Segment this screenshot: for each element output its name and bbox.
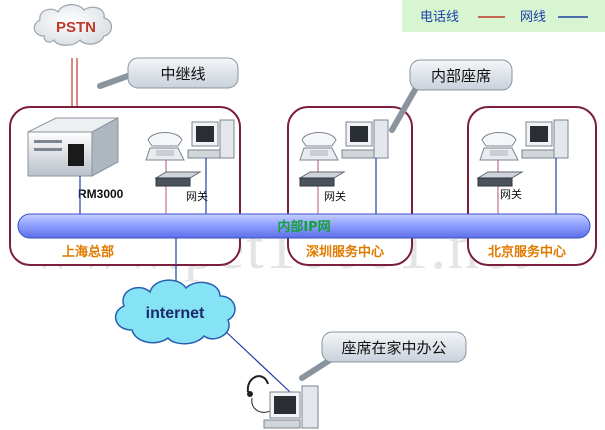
shenzhen-computer (341, 119, 389, 159)
server-slot (34, 148, 62, 151)
callout-trunk: 中继线 (97, 57, 239, 89)
site-label-shenzhen: 深圳服务中心 (306, 244, 384, 260)
beijing-gateway-label: 网关 (500, 187, 522, 201)
beijing-phone (479, 132, 519, 161)
beijing-gateway (476, 171, 524, 187)
internet-cloud-label: internet (146, 305, 205, 322)
internet-home-line (221, 327, 291, 393)
hq-gateway-label: 网关 (186, 189, 208, 203)
legend: 电话线 网线 (402, 0, 605, 32)
beijing-computer (521, 119, 569, 159)
callout-internal-seat-box (409, 59, 513, 91)
hq-server (27, 117, 119, 177)
callout-home-office-box (321, 331, 467, 363)
hq-gateway (154, 171, 202, 187)
hq-computer (187, 119, 235, 159)
shenzhen-phone (299, 132, 339, 161)
callout-home-office-pointer (299, 357, 333, 381)
callout-internal-seat: 内部座席 (389, 59, 513, 133)
internet-cloud: internet (114, 279, 236, 345)
backbone-label: 内部IP网 (277, 219, 330, 235)
server-slot (34, 140, 62, 143)
callout-internal-seat-pointer (389, 85, 419, 133)
site-label-beijing: 北京服务中心 (488, 244, 566, 260)
callout-home-office: 座席在家中办公 (299, 331, 467, 381)
site-label-hq: 上海总部 (62, 244, 114, 260)
server-label: RM3000 (78, 187, 124, 201)
legend-phone-line-label: 电话线 (420, 10, 459, 25)
pstn-cloud: PSTN (33, 4, 113, 46)
backbone-ip-network: 内部IP网 (17, 213, 591, 239)
home-computer (263, 385, 319, 429)
callout-home-office-text: 座席在家中办公 (341, 339, 446, 357)
pstn-cloud-label: PSTN (56, 19, 96, 36)
legend-network-line-label: 网线 (520, 10, 546, 25)
shenzhen-gateway-label: 网关 (324, 189, 346, 203)
pstn-cloud-shape (33, 4, 113, 46)
callout-trunk-text: 中继线 (160, 65, 205, 83)
server-panel (68, 144, 84, 166)
callout-internal-seat-text: 内部座席 (431, 67, 491, 85)
callout-trunk-pointer (97, 73, 131, 89)
hq-phone (145, 132, 185, 161)
home-headset-icon (246, 375, 273, 413)
shenzhen-gateway (298, 171, 346, 187)
internet-cloud-shape (114, 279, 236, 345)
legend-background (402, 0, 605, 32)
callout-trunk-box (127, 57, 239, 89)
backbone-bar (17, 213, 591, 239)
